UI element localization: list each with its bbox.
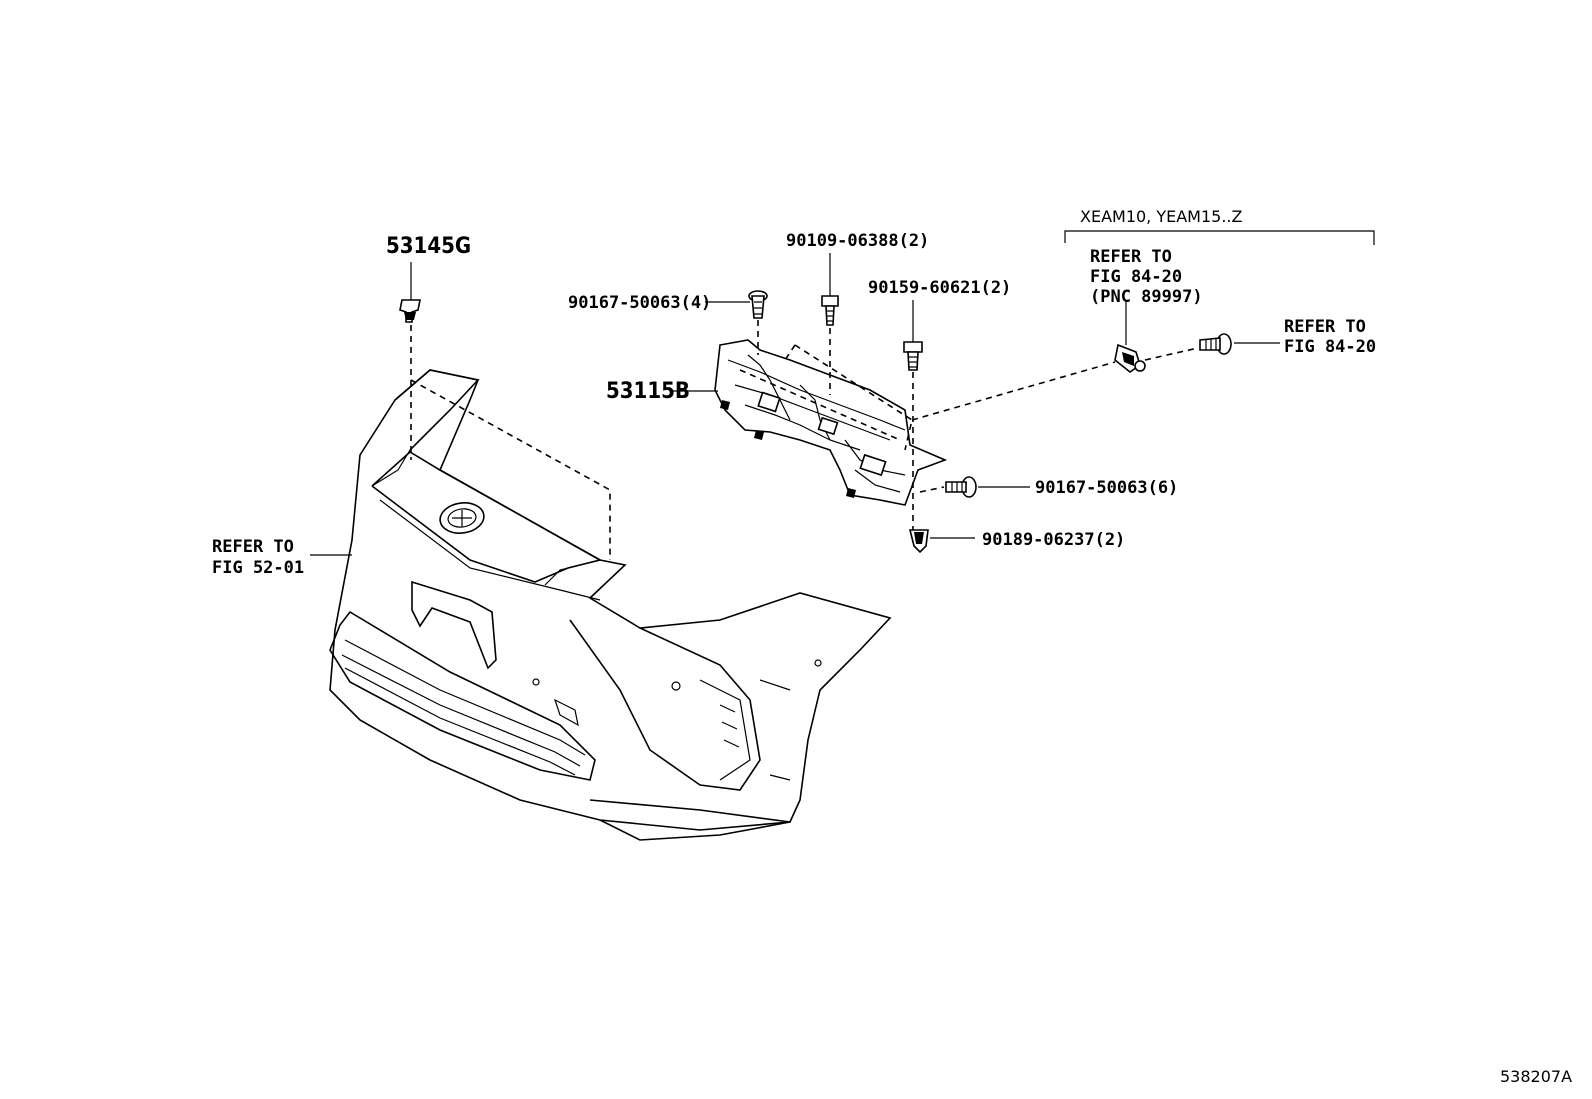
refer-sensor-line2: FIG 84-20 bbox=[1090, 267, 1182, 287]
clip-53145g bbox=[399, 299, 421, 323]
callout-90159-60621: 90159-60621(2) bbox=[868, 278, 1011, 298]
callout-90167-50063-6: 90167-50063(6) bbox=[1035, 478, 1178, 498]
bumper-retainer-bracket bbox=[714, 339, 948, 506]
clip-90189 bbox=[908, 529, 929, 554]
bolt-90109 bbox=[821, 295, 839, 326]
callout-90109-06388: 90109-06388(2) bbox=[786, 231, 929, 251]
sensor-part bbox=[1114, 343, 1146, 373]
refer-bolt-line2: FIG 84-20 bbox=[1284, 337, 1376, 357]
refer-sensor-line1: REFER TO bbox=[1090, 247, 1172, 267]
refer-sensor-line3: (PNC 89997) bbox=[1090, 287, 1203, 307]
callout-53115b: 53115B bbox=[606, 379, 690, 404]
bolt-90167-top bbox=[748, 290, 768, 319]
model-applicability-note: XEAM10, YEAM15..Z bbox=[1080, 207, 1243, 226]
callout-90167-50063-4: 90167-50063(4) bbox=[568, 293, 711, 313]
callout-90189-06237: 90189-06237(2) bbox=[982, 530, 1125, 550]
mounting-dashed-lines bbox=[410, 320, 1199, 560]
refer-bumper-line2: FIG 52-01 bbox=[212, 558, 304, 578]
refer-bolt-line1: REFER TO bbox=[1284, 317, 1366, 337]
front-bumper-cover bbox=[329, 369, 892, 841]
bolt-90167-side bbox=[945, 476, 977, 498]
callout-53145g: 53145G bbox=[386, 234, 471, 259]
refer-bumper-line1: REFER TO bbox=[212, 537, 294, 557]
leader-lines bbox=[310, 230, 1375, 556]
bolt-refer-fig-84-20 bbox=[1199, 333, 1232, 355]
diagram-id: 538207A bbox=[1500, 1067, 1572, 1086]
bolt-90159 bbox=[903, 341, 923, 371]
